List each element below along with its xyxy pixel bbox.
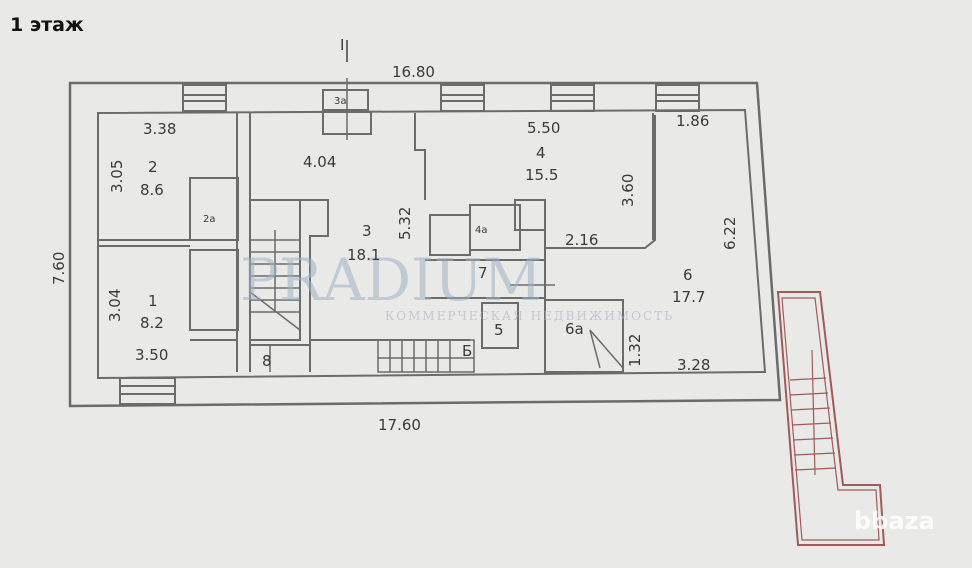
room7-number: 7 [478,264,488,282]
watermark-site: bbaza [854,507,935,535]
room5-number: 5 [494,321,504,339]
room1-height: 3.04 [106,289,124,322]
window-bottom [119,377,176,405]
section-mark: I [340,36,344,54]
room6-width: 1.86 [676,112,709,130]
room6-number: 6 [683,266,693,284]
inner-wall [97,108,767,380]
watermark-brand: PRADIUM [240,246,542,314]
room4-height: 3.60 [619,174,637,207]
room6a-height: 1.32 [626,334,644,367]
dim-bottom: 17.60 [378,416,421,434]
exterior-stair [776,291,886,546]
room8-number: 8 [262,352,272,370]
room1-width: 3.50 [135,346,168,364]
windows-top [182,84,700,112]
dim-left: 7.60 [50,252,68,285]
room2-number: 2 [148,158,158,176]
room3-width: 4.04 [303,153,336,171]
room1-area: 8.2 [140,314,164,332]
room4-area: 15.5 [525,166,558,184]
room2-height: 3.05 [108,160,126,193]
room2-area: 8.6 [140,181,164,199]
shaft-label: 3a [334,96,347,107]
room6-area: 17.7 [672,288,705,306]
room3-area: 18.1 [347,246,380,264]
room5b-label: Б [462,342,472,360]
room2a-number: 2a [203,214,216,225]
room1-number: 1 [148,292,158,310]
room3-number: 3 [362,222,372,240]
room4a-number: 4a [475,225,488,236]
watermark-tagline: КОММЕРЧЕСКАЯ НЕДВИЖИМОСТЬ [385,309,674,323]
room6-height: 6.22 [721,217,739,250]
room6-bottom: 3.28 [677,356,710,374]
room4-width: 5.50 [527,119,560,137]
floor-title: 1 этаж [10,14,84,36]
room2-width: 3.38 [143,120,176,138]
dim-top: 16.80 [392,63,435,81]
room6a-number: 6a [565,320,584,338]
room4-number: 4 [536,144,546,162]
room4-bottom: 2.16 [565,231,598,249]
outer-wall [68,81,782,408]
room3-height: 5.32 [396,207,414,240]
